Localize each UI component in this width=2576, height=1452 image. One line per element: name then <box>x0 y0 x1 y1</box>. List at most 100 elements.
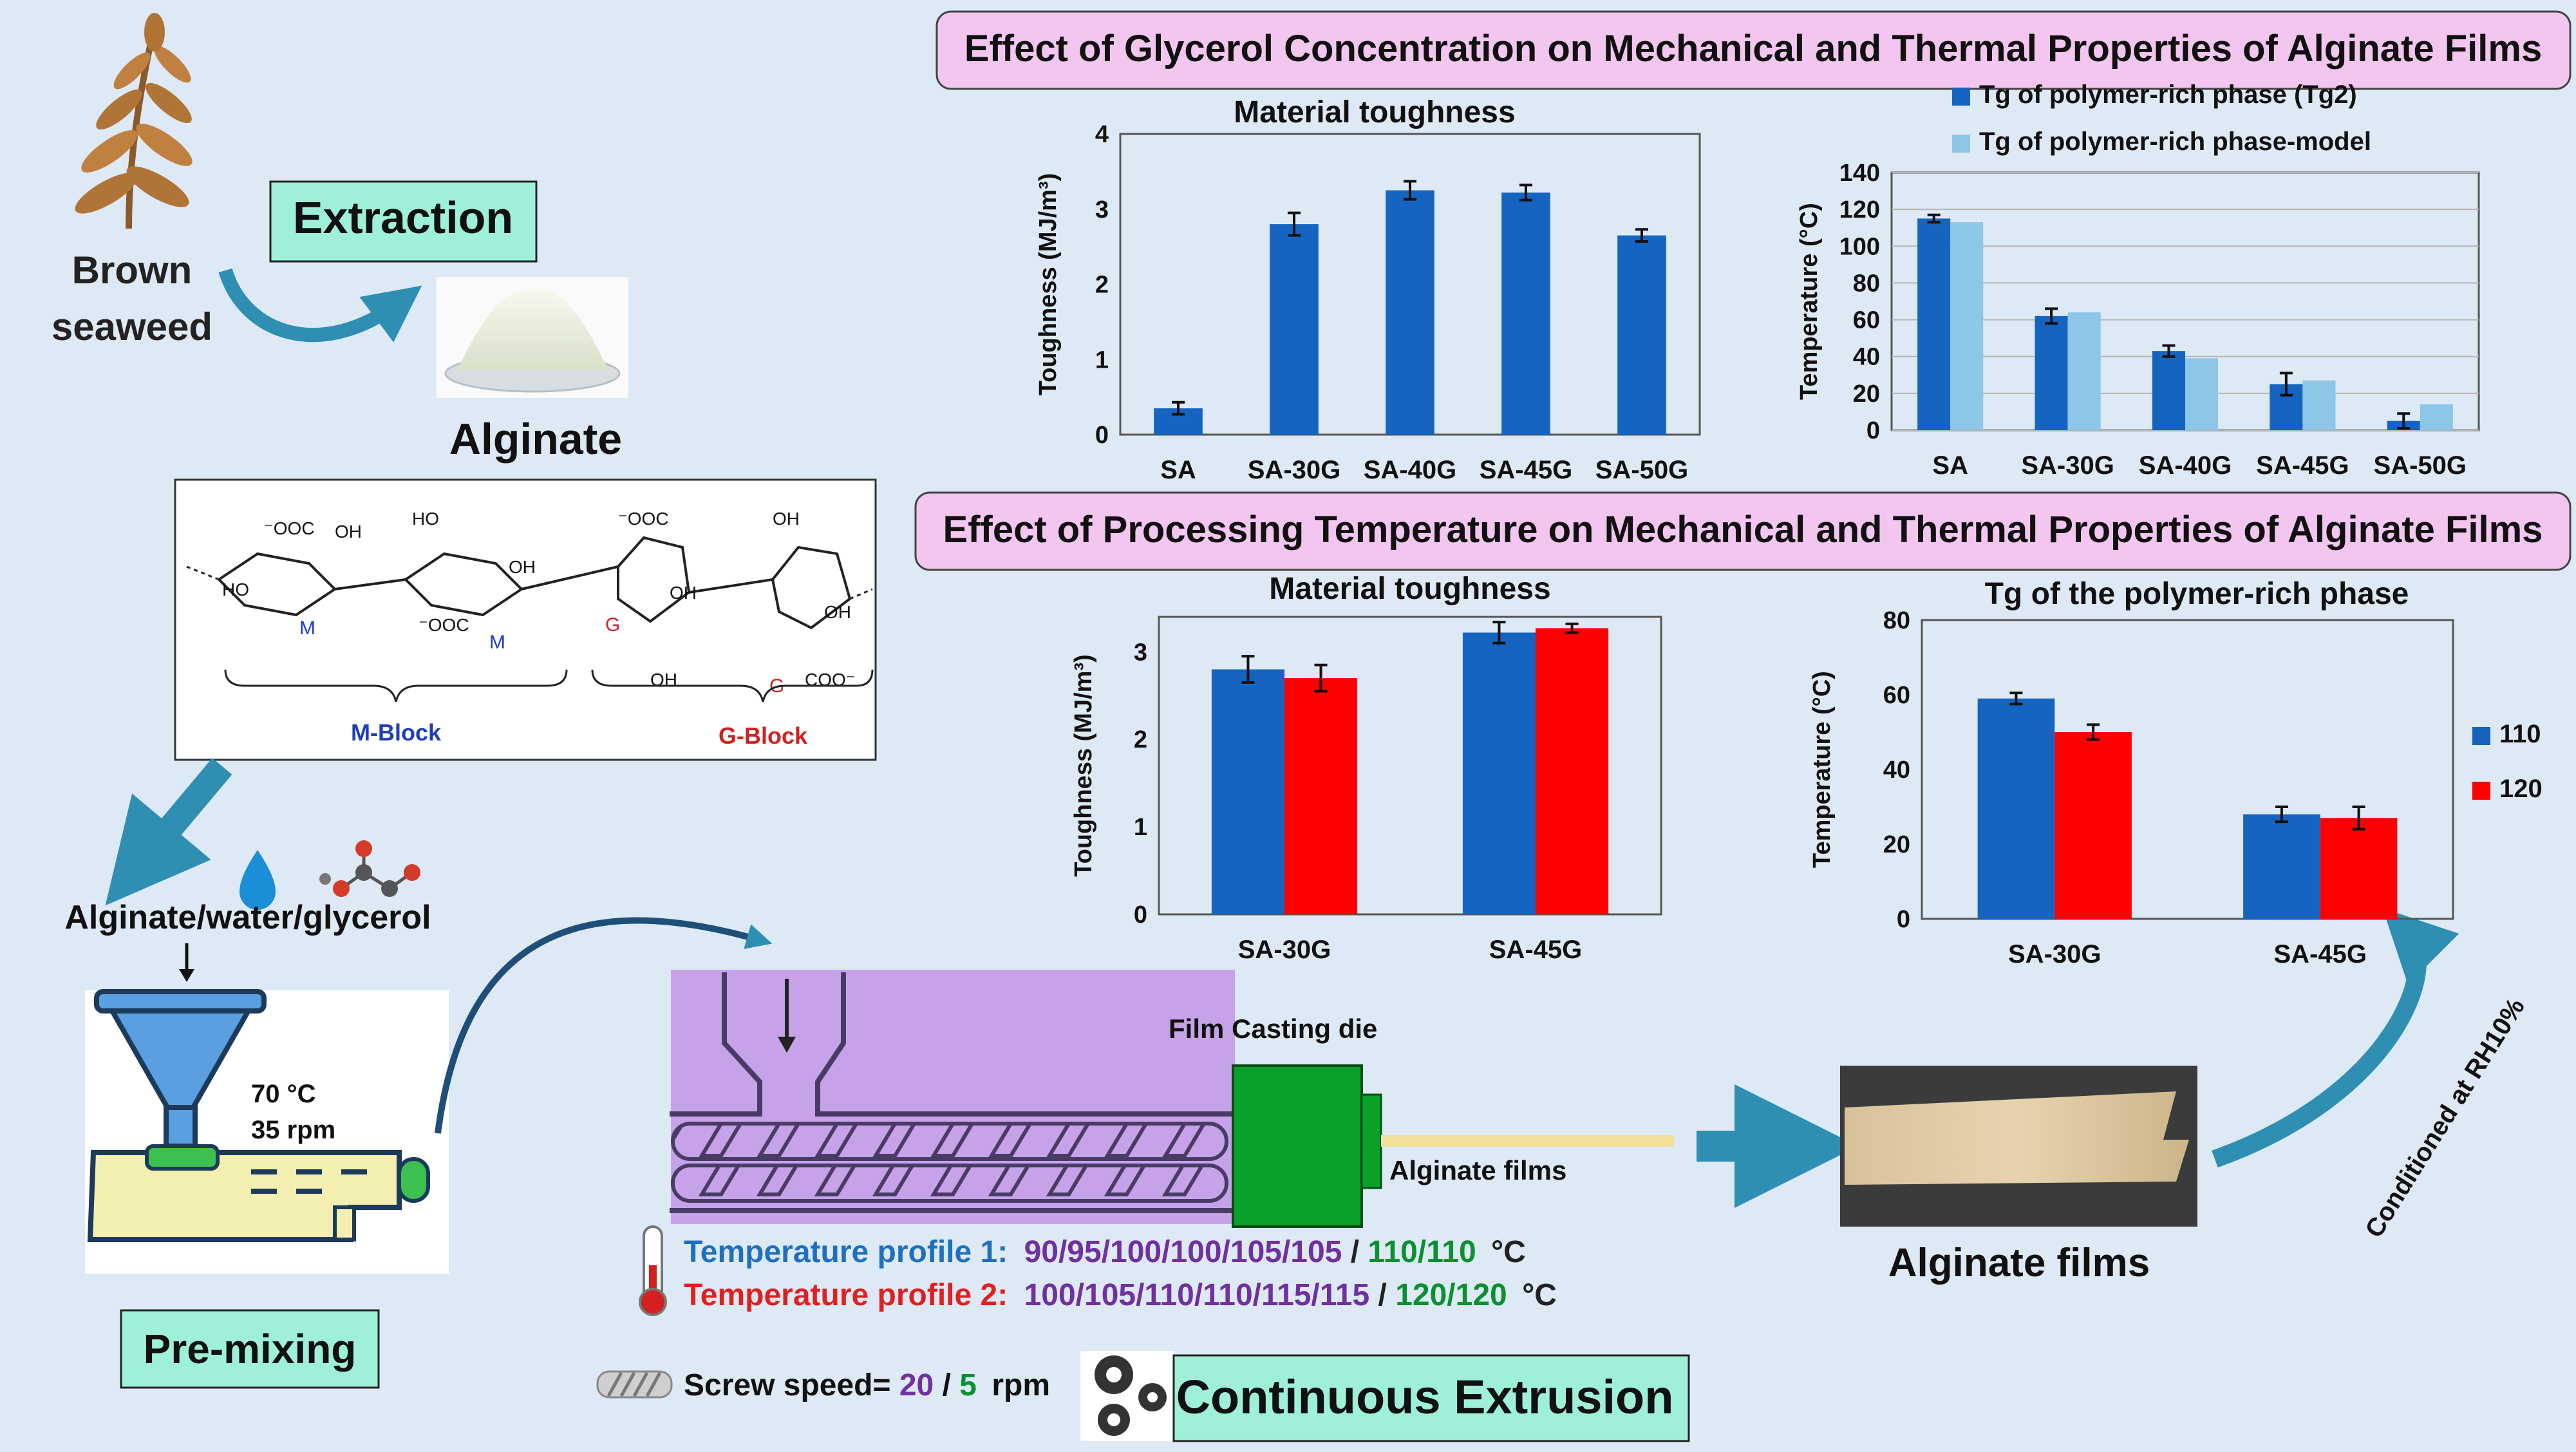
legend-swatch <box>1952 135 1970 153</box>
x-tick-label: SA-45G <box>1489 936 1583 964</box>
mixture-label: Alginate/water/glycerol <box>64 899 431 936</box>
x-tick-label: SA-30G <box>1248 456 1341 484</box>
y-tick-label: 1 <box>1095 346 1109 373</box>
bar <box>2302 380 2336 430</box>
tp2-unit: °C <box>1522 1278 1557 1312</box>
y-axis-label: Toughness (MJ/m³) <box>1035 173 1062 396</box>
alginate-film-photo <box>1840 1066 2197 1227</box>
bar <box>2185 358 2219 430</box>
bar <box>2320 818 2398 919</box>
y-axis-label: Temperature (°C) <box>1796 203 1823 400</box>
premixing-label: Pre-mixing <box>144 1326 357 1372</box>
mixture-arrow-head <box>179 969 194 982</box>
y-tick-label: 40 <box>1883 757 1910 784</box>
legend-swatch <box>2472 782 2490 800</box>
y-tick-label: 0 <box>1095 422 1109 449</box>
y-tick-label: 0 <box>1897 906 1910 933</box>
legend-swatch <box>1952 88 1970 106</box>
screw-speed-value-2: 5 <box>959 1368 977 1402</box>
structure-oh-label: OH <box>773 509 800 529</box>
y-tick-label: 40 <box>1853 344 1880 371</box>
x-tick-label: SA <box>1160 456 1196 484</box>
y-tick-label: 80 <box>1853 270 1880 297</box>
y-tick-label: 3 <box>1134 639 1147 666</box>
temperature-profile-1: Temperature profile 1: 90/95/100/100/105… <box>684 1235 1526 1269</box>
premixing-box <box>120 1309 380 1389</box>
alginate-powder-photo <box>437 277 628 398</box>
tp1-slash: / <box>1351 1235 1359 1269</box>
structure-ho-label: HO <box>222 580 249 599</box>
x-tick-label: SA-30G <box>1238 936 1331 964</box>
y-tick-label: 0 <box>1866 417 1880 444</box>
legend-label: Tg of polymer-rich phase-model <box>1979 127 2371 156</box>
section-title-glycerol: Effect of Glycerol Concentration on Mech… <box>964 28 2542 70</box>
x-tick-label: SA-50G <box>1595 456 1689 484</box>
tp2-values-die: 120/120 <box>1395 1278 1507 1312</box>
premix-temperature: 70 °C <box>251 1080 316 1108</box>
y-tick-label: 140 <box>1839 160 1880 187</box>
water-drop-icon <box>240 850 276 910</box>
x-tick-label: SA-50G <box>2374 451 2467 480</box>
x-tick-label: SA-45G <box>2274 940 2367 968</box>
extraction-arrow <box>218 268 422 343</box>
plot-frame <box>1921 619 2454 920</box>
plot-frame <box>1158 616 1662 916</box>
structure-m-label: M <box>299 618 315 639</box>
y-tick-label: 20 <box>1853 381 1880 408</box>
bar <box>2035 316 2068 430</box>
bar <box>1950 222 1984 430</box>
premixer-illustration <box>85 989 449 1274</box>
films-to-charts-arrow <box>2212 908 2459 1168</box>
y-tick-label: 60 <box>1853 307 1880 334</box>
y-tick-label: 1 <box>1134 814 1147 841</box>
g-block-label: G-Block <box>719 722 808 749</box>
y-tick-label: 60 <box>1883 682 1910 709</box>
y-tick-label: 4 <box>1095 121 1109 148</box>
m-block-label: M-Block <box>351 719 442 746</box>
legend-label: 120 <box>2499 775 2543 803</box>
twin-screw-extruder <box>670 970 1237 1224</box>
screw-speed-label: Screw speed= <box>684 1368 891 1402</box>
bar <box>1617 235 1666 435</box>
y-tick-label: 2 <box>1134 726 1147 753</box>
structure-coo-label: ⁻OOC <box>264 518 315 538</box>
y-tick-label: 0 <box>1134 901 1147 929</box>
tp2-slash: / <box>1378 1278 1387 1312</box>
tp2-values-barrel: 100/105/110/110/115/115 <box>1024 1278 1370 1312</box>
bar <box>2067 312 2101 430</box>
x-tick-label: SA-45G <box>1480 456 1573 484</box>
bar <box>1270 224 1319 435</box>
brown-seaweed-label-line2: seaweed <box>52 305 212 348</box>
structure-coo-label: ⁻OOC <box>618 509 669 529</box>
x-tick-label: SA-30G <box>2021 451 2114 480</box>
x-tick-label: SA <box>1932 451 1968 480</box>
y-axis-label: Toughness (MJ/m³) <box>1070 654 1097 877</box>
extraction-box <box>269 180 538 263</box>
structure-to-mix-arrow <box>105 758 232 906</box>
y-tick-label: 3 <box>1095 196 1109 223</box>
screw-icon <box>596 1370 673 1399</box>
y-tick-label: 100 <box>1839 233 1880 260</box>
section-header-glycerol <box>935 10 2571 90</box>
premix-speed: 35 rpm <box>251 1116 335 1144</box>
section-title-temperature: Effect of Processing Temperature on Mech… <box>943 509 2543 551</box>
brown-seaweed-label-line1: Brown <box>72 249 193 292</box>
bar <box>1917 218 1951 430</box>
alginate-label: Alginate <box>449 415 622 464</box>
extraction-label: Extraction <box>293 193 513 243</box>
film-casting-die <box>1232 1064 1363 1228</box>
bar <box>1501 193 1550 435</box>
x-tick-label: SA-30G <box>2008 940 2101 968</box>
film-casting-die-label: Film Casting die <box>1169 1014 1377 1044</box>
bar <box>2054 732 2132 919</box>
y-tick-label: 80 <box>1883 607 1910 634</box>
screw-speed: Screw speed= 20 / 5 rpm <box>684 1368 1050 1402</box>
tp1-values-die: 110/110 <box>1368 1235 1476 1269</box>
y-tick-label: 20 <box>1883 831 1910 858</box>
tp1-label: Temperature profile 1: <box>684 1235 1008 1269</box>
bar <box>1386 190 1434 435</box>
